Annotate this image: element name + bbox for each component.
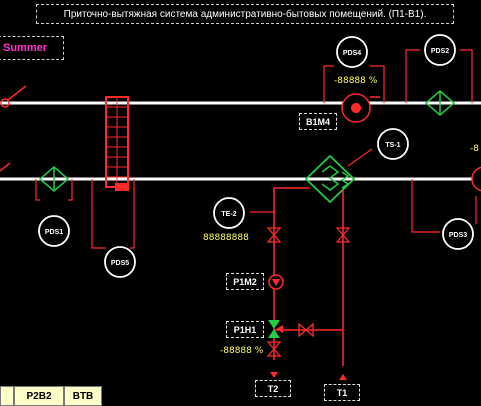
supply-valve-lower xyxy=(266,234,282,243)
season-mode-indicator[interactable]: Summer xyxy=(0,36,64,60)
heat-recovery-drive-icon xyxy=(115,183,129,191)
mixing-valve-side xyxy=(276,325,283,333)
exhaust-damper-blade xyxy=(7,85,27,101)
pds4-label: PDS4 xyxy=(343,50,361,57)
supply-valve-icon[interactable] xyxy=(266,227,282,236)
water-heater-coil-right xyxy=(340,171,350,189)
pds1-line-right xyxy=(68,179,73,201)
pds3-label: PDS3 xyxy=(449,232,467,239)
ts1-label: TS-1 xyxy=(385,142,400,149)
water-heater-coil xyxy=(321,165,340,191)
b1m4-tag[interactable]: B1M4 xyxy=(299,113,337,130)
tab-left-edge[interactable] xyxy=(0,386,14,406)
pds4-line-left xyxy=(323,65,334,103)
supply-damper-blade xyxy=(0,162,11,172)
mixing-valve-icon[interactable] xyxy=(268,320,280,329)
ts1-sensor[interactable]: TS-1 xyxy=(377,128,409,160)
pds4-sensor[interactable]: PDS4 xyxy=(336,36,368,68)
circulation-pump-arrow xyxy=(272,279,280,286)
pds1-label: PDS1 xyxy=(45,229,63,236)
p1h1-tag[interactable]: P1H1 xyxy=(226,321,264,338)
pds3-sensor[interactable]: PDS3 xyxy=(442,218,474,250)
t1-tag[interactable]: T1 xyxy=(324,384,360,401)
pds3-line-left xyxy=(411,179,440,233)
te2-label: TE-2 xyxy=(221,211,236,218)
lower-valve-icon[interactable] xyxy=(266,341,282,350)
page-title: Приточно-вытяжная система административн… xyxy=(36,4,454,24)
right-edge-value: -8 xyxy=(470,144,479,154)
water-heater-icon[interactable] xyxy=(304,154,356,204)
ts1-link xyxy=(347,148,373,167)
exhaust-fan-rotor xyxy=(351,103,362,113)
return-valve-lower xyxy=(335,234,351,243)
pds5-sensor[interactable]: PDS5 xyxy=(104,246,136,278)
pds4-line-right xyxy=(370,65,385,103)
p1h1-percent: -88888 % xyxy=(220,346,264,356)
b1m4-percent: -88888 % xyxy=(334,76,378,86)
tab-p2b2[interactable]: P2B2 xyxy=(14,386,64,406)
pds2-label: PDS2 xyxy=(431,48,449,55)
supply-fan-icon[interactable] xyxy=(471,166,481,192)
bypass-valve-right xyxy=(305,322,314,338)
pds1-line-left xyxy=(35,179,40,201)
pds5-label: PDS5 xyxy=(111,260,129,267)
t2-flow-arrow xyxy=(270,372,278,378)
pds2-sensor[interactable]: PDS2 xyxy=(424,34,456,66)
te2-sensor[interactable]: TE-2 xyxy=(213,197,245,229)
supply-water-pipe xyxy=(273,187,309,360)
te2-value: 88888888 xyxy=(203,233,249,243)
pds5-line-right xyxy=(130,179,135,249)
pds5-line-left xyxy=(91,179,106,249)
pds2-line-left xyxy=(405,49,420,103)
return-valve-icon[interactable] xyxy=(335,227,351,236)
t2-tag[interactable]: T2 xyxy=(255,380,291,397)
exhaust-damper-icon[interactable] xyxy=(0,98,10,108)
p1m2-tag[interactable]: P1M2 xyxy=(226,273,264,290)
lower-valve-lower xyxy=(266,348,282,357)
pds1-sensor[interactable]: PDS1 xyxy=(38,215,70,247)
t1-flow-arrow xyxy=(339,374,347,380)
pds2-line-right xyxy=(460,49,473,103)
tab-btb[interactable]: BTB xyxy=(64,386,102,406)
heat-recovery-grid xyxy=(106,97,128,187)
bypass-valve-icon[interactable] xyxy=(298,322,307,338)
mixing-valve-lower xyxy=(268,329,280,338)
